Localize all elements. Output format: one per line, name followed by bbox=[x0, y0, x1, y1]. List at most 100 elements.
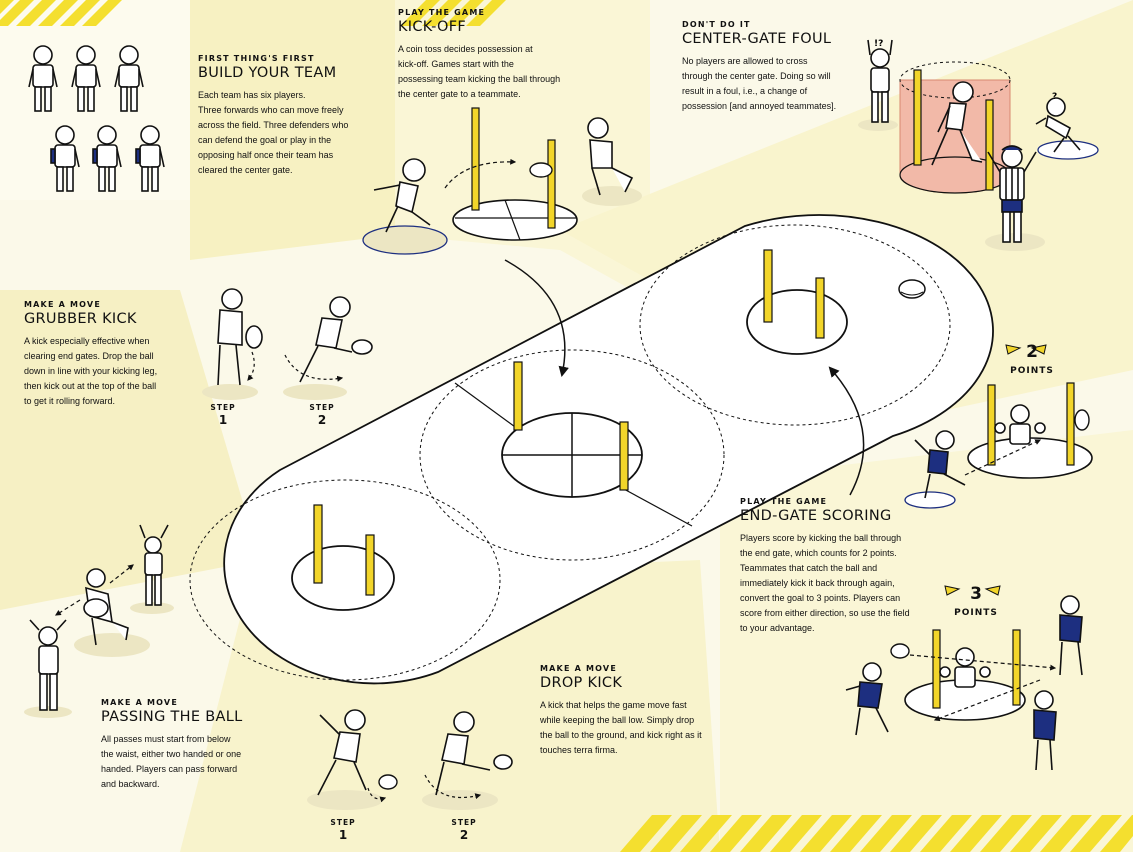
section-kicker: PLAY THE GAME bbox=[398, 8, 486, 17]
body-line: through the center gate. Doing so will bbox=[682, 71, 831, 81]
body-line: the end gate, which counts for 2 points. bbox=[740, 548, 897, 558]
step-number: 1 bbox=[338, 828, 348, 842]
end-zone-right bbox=[639, 224, 951, 426]
body-line: touches terra firma. bbox=[540, 745, 618, 755]
grubber-step-2: STEP 2 bbox=[302, 403, 342, 427]
two-points-badge: 2 POINTS bbox=[992, 342, 1072, 376]
body-line: immediately kick it back through again, bbox=[740, 578, 895, 588]
field-goal-posts bbox=[313, 249, 825, 596]
section-kicker: MAKE A MOVE bbox=[101, 698, 178, 707]
kickoff-illustration bbox=[362, 107, 642, 255]
section-title: KICK-OFF bbox=[398, 19, 467, 35]
confused-mark-1: !? bbox=[874, 39, 883, 49]
three-points-badge: 3 POINTS bbox=[936, 584, 1016, 618]
confused-mark-2: ? bbox=[1052, 92, 1057, 102]
body-line: across the field. Three defenders who bbox=[198, 120, 349, 130]
body-line: No players are allowed to cross bbox=[682, 56, 808, 66]
body-line: All passes must start from below bbox=[101, 734, 231, 744]
step-number: 1 bbox=[218, 413, 228, 427]
section-body: Players score by kicking the ball throug… bbox=[740, 531, 960, 636]
section-body: Each team has six players. Three forward… bbox=[198, 88, 388, 178]
body-line: handed. Players can pass forward bbox=[101, 764, 238, 774]
body-line: cleared the center gate. bbox=[198, 165, 293, 175]
body-line: then kick out at the top of the ball bbox=[24, 381, 157, 391]
body-line: Teammates that catch the ball and bbox=[740, 563, 878, 573]
section-kicker: DON'T DO IT bbox=[682, 20, 751, 29]
body-line: to your advantage. bbox=[740, 623, 815, 633]
center-gate-foul-section: DON'T DO IT CENTER-GATE FOUL No players … bbox=[682, 20, 862, 114]
body-line: score from either direction, so use the … bbox=[740, 608, 910, 618]
section-body: A kick that helps the game move fast whi… bbox=[540, 698, 720, 758]
kickoff-to-center-arrow bbox=[504, 259, 569, 378]
drop-step-1: STEP 1 bbox=[323, 818, 363, 842]
body-line: down in line with your kicking leg, bbox=[24, 366, 158, 376]
points-number: 2 bbox=[1026, 342, 1038, 362]
body-line: A coin toss decides possession at bbox=[398, 44, 533, 54]
two-points-illustration bbox=[904, 344, 1093, 509]
team-players bbox=[28, 45, 165, 192]
points-number: 3 bbox=[970, 584, 982, 604]
drop-kick-section: MAKE A MOVE DROP KICK A kick that helps … bbox=[540, 664, 720, 758]
center-zone-circle bbox=[419, 349, 725, 561]
section-title: PASSING THE BALL bbox=[101, 709, 243, 725]
grubber-step-1: STEP 1 bbox=[203, 403, 243, 427]
step-label: STEP bbox=[210, 403, 236, 412]
section-kicker: MAKE A MOVE bbox=[24, 300, 101, 309]
dropkick-illustration bbox=[307, 709, 513, 810]
section-title: CENTER-GATE FOUL bbox=[682, 31, 832, 47]
section-body: A kick especially effective when clearin… bbox=[24, 334, 194, 409]
build-team-section: FIRST THING'S FIRST BUILD YOUR TEAM Each… bbox=[198, 54, 388, 178]
kick-off-section: PLAY THE GAME KICK-OFF A coin toss decid… bbox=[398, 8, 598, 102]
body-line: A kick especially effective when bbox=[24, 336, 150, 346]
passing-illustration bbox=[24, 524, 174, 718]
body-line: result in a foul, i.e., a change of bbox=[682, 86, 808, 96]
body-line: A kick that helps the game move fast bbox=[540, 700, 687, 710]
body-line: and backward. bbox=[101, 779, 160, 789]
grubber-kick-section: MAKE A MOVE GRUBBER KICK A kick especial… bbox=[24, 300, 194, 409]
hazard-stripes-top bbox=[0, 0, 506, 26]
body-line: possessing team kicking the ball through bbox=[398, 74, 561, 84]
end-gate-circle-left bbox=[291, 545, 395, 611]
section-title: GRUBBER KICK bbox=[24, 311, 137, 327]
passing-section: MAKE A MOVE PASSING THE BALL All passes … bbox=[101, 698, 271, 792]
body-line: to get it rolling forward. bbox=[24, 396, 116, 406]
section-kicker: MAKE A MOVE bbox=[540, 664, 617, 673]
step-label: STEP bbox=[309, 403, 335, 412]
scoring-to-gate-arrow bbox=[828, 366, 865, 496]
section-title: BUILD YOUR TEAM bbox=[198, 65, 337, 81]
body-line: Each team has six players. bbox=[198, 90, 306, 100]
foul-illustration bbox=[858, 39, 1099, 251]
section-kicker: PLAY THE GAME bbox=[740, 497, 828, 506]
drop-step-2: STEP 2 bbox=[444, 818, 484, 842]
body-line: possession [and annoyed teammates]. bbox=[682, 101, 837, 111]
body-line: the waist, either two handed or one bbox=[101, 749, 242, 759]
body-line: kick-off. Games start with the bbox=[398, 59, 514, 69]
body-line: the center gate to a teammate. bbox=[398, 89, 521, 99]
step-number: 2 bbox=[459, 828, 469, 842]
section-kicker: FIRST THING'S FIRST bbox=[198, 54, 315, 63]
body-line: while keeping the ball low. Simply drop bbox=[540, 715, 695, 725]
step-label: STEP bbox=[330, 818, 356, 827]
end-zone-left bbox=[189, 479, 501, 681]
body-line: Players score by kicking the ball throug… bbox=[740, 533, 902, 543]
end-gate-scoring-section: PLAY THE GAME END-GATE SCORING Players s… bbox=[740, 497, 960, 636]
body-line: the ball to the ground, and kick right a… bbox=[540, 730, 702, 740]
section-title: DROP KICK bbox=[540, 675, 623, 691]
step-label: STEP bbox=[451, 818, 477, 827]
step-number: 2 bbox=[317, 413, 327, 427]
end-gate-circle-right bbox=[746, 289, 848, 355]
grubber-illustration bbox=[202, 288, 373, 400]
body-line: Three forwards who can move freely bbox=[198, 105, 344, 115]
points-label: POINTS bbox=[1010, 366, 1054, 376]
hazard-stripes-bottom bbox=[620, 815, 1133, 852]
section-body: All passes must start from below the wai… bbox=[101, 732, 271, 792]
three-points-illustration bbox=[845, 585, 1083, 771]
points-label: POINTS bbox=[954, 608, 998, 618]
field-ball bbox=[898, 279, 926, 299]
body-line: clearing end gates. Drop the ball bbox=[24, 351, 154, 361]
body-line: opposing half once their team has bbox=[198, 150, 334, 160]
section-body: No players are allowed to cross through … bbox=[682, 54, 862, 114]
section-body: A coin toss decides possession at kick-o… bbox=[398, 42, 598, 102]
body-line: convert the goal to 3 points. Players ca… bbox=[740, 593, 901, 603]
